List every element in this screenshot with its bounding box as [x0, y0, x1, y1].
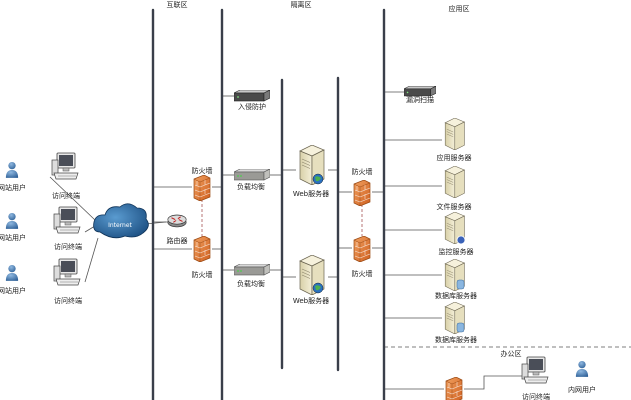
web-server-top	[299, 145, 325, 185]
server-icon	[444, 166, 465, 198]
firewall-label: 防火墙	[192, 270, 213, 279]
computer-icon	[53, 258, 81, 286]
bus-lines	[151, 8, 386, 400]
internet-cloud-icon: Internet	[93, 203, 149, 239]
firewall-icon	[353, 236, 371, 262]
vulnerability-scanner-icon	[404, 86, 436, 97]
router-icon	[167, 214, 187, 228]
office-terminal-label: 访问终端	[522, 392, 550, 400]
web-server-label: Web服务器	[293, 296, 329, 305]
load-balancer-label: 负载均衡	[237, 279, 265, 288]
cloud-label: Internet	[108, 222, 132, 229]
server-label: 数据库服务器	[435, 291, 477, 300]
computer-icon	[51, 152, 79, 180]
terminal-label: 访问终端	[52, 191, 80, 200]
monitor-gear-icon	[456, 235, 466, 245]
firewall-label: 防火墙	[352, 269, 373, 278]
database-icon	[456, 322, 465, 333]
firewall-label: 防火墙	[352, 167, 373, 176]
computer-icon	[53, 206, 81, 234]
user-label: 网站用户	[0, 233, 26, 242]
zone-label-office: 办公区	[501, 349, 522, 358]
ids-label: 入侵防护	[238, 102, 266, 111]
intrusion-prevention-icon	[234, 90, 270, 102]
load-balancer-icon	[234, 169, 270, 181]
database-icon	[456, 279, 465, 290]
user-label: 网站用户	[0, 183, 26, 192]
connection-lines	[49, 91, 522, 390]
zone-label-isolation: 隔离区	[291, 0, 312, 9]
office-user-label: 内网用户	[568, 385, 596, 394]
terminal-label: 访问终端	[54, 296, 82, 305]
server-label: 数据库服务器	[435, 335, 477, 344]
firewall-label: 防火墙	[192, 166, 213, 175]
load-balancer-label: 负载均衡	[237, 182, 265, 191]
zone-label-internet: 互联区	[167, 0, 188, 9]
load-balancer-icon	[234, 264, 270, 276]
firewall-icon	[193, 175, 211, 201]
firewall-ha-links	[201, 199, 363, 237]
user-icon	[5, 264, 19, 281]
user-icon	[575, 360, 589, 377]
firewall-icon	[353, 180, 371, 206]
computer-icon	[521, 356, 549, 384]
user-icon	[5, 161, 19, 178]
firewall-icon	[193, 236, 211, 262]
web-server-bottom	[299, 255, 325, 295]
left-user-group: 网站用户 访问终端 网站用户 访问终端 网站用户 访问终端	[0, 152, 82, 305]
user-label: 网站用户	[0, 286, 26, 295]
firewall-icon	[445, 377, 463, 400]
app-server-list: 应用服务器 文件服务器 监控服务器 数据库服务器 数据库服务器	[435, 118, 477, 344]
terminal-label: 访问终端	[54, 242, 82, 251]
router-label: 路由器	[167, 236, 188, 245]
scanner-label: 漏洞扫描	[406, 95, 434, 104]
server-label: 监控服务器	[439, 247, 474, 256]
server-icon	[444, 118, 465, 150]
server-label: 文件服务器	[437, 202, 472, 211]
zone-label-application: 应用区	[449, 4, 470, 13]
web-server-label: Web服务器	[293, 189, 329, 198]
user-icon	[5, 212, 19, 229]
server-label: 应用服务器	[437, 153, 472, 162]
